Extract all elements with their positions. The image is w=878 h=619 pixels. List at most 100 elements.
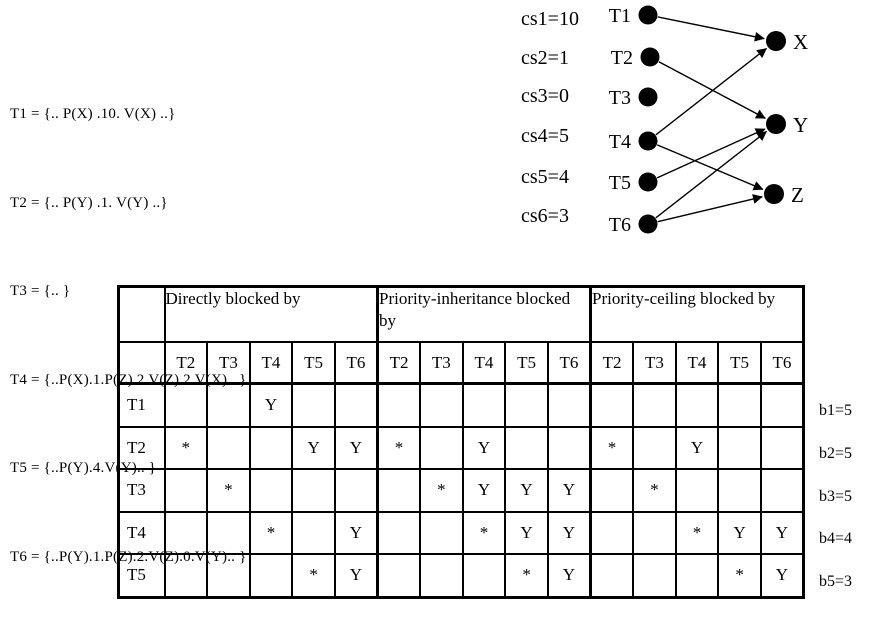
table-cell <box>674 553 720 598</box>
table-cell <box>291 468 336 513</box>
corner-cell-2 <box>117 341 166 385</box>
table-cell: * <box>717 553 762 598</box>
table-cell <box>546 382 592 428</box>
table-cell: * <box>248 510 294 555</box>
table-row: T5*Y*Y*Y <box>117 553 805 598</box>
subheader-cell: T2 <box>375 341 422 385</box>
table-cell <box>375 553 422 598</box>
subheader-cell: T3 <box>206 341 251 385</box>
table-cell: Y <box>333 553 379 598</box>
table-cell <box>589 382 635 428</box>
table-cell <box>333 382 379 428</box>
blocking-factor-b2: b2=5 <box>819 444 853 462</box>
resource-node-label-x: X <box>793 30 808 54</box>
subheader-cell: T5 <box>291 341 336 385</box>
table-cell <box>717 382 762 428</box>
table-cell <box>163 468 209 513</box>
task-node-label-t2: T2 <box>611 47 633 69</box>
table-cell: Y <box>546 468 592 513</box>
table-cell <box>504 382 549 428</box>
subheader-cell: T6 <box>546 341 592 385</box>
table-cell <box>163 510 209 555</box>
table-cell <box>461 382 507 428</box>
subheader-cell: T2 <box>589 341 635 385</box>
subheader-cell: T5 <box>504 341 549 385</box>
resource-allocation-graph: cs1=10cs2=1cs3=0cs4=5cs5=4cs6=3T1T2T3T4T… <box>521 5 808 236</box>
table-cell: Y <box>759 510 805 555</box>
table-cell <box>546 425 592 470</box>
table-cell: Y <box>333 425 379 470</box>
table-cell <box>248 553 294 598</box>
blocking-factors: b1=5 b2=5 b3=5 b4=4 b5=3 <box>819 390 852 604</box>
table-cell <box>333 468 379 513</box>
task-node-label-t1: T1 <box>609 5 631 27</box>
table-cell <box>589 553 635 598</box>
group-header-ceiling: Priority-ceiling blocked by <box>589 285 805 343</box>
cs-label-3: cs3=0 <box>521 85 569 107</box>
edge-T1-X <box>657 16 765 42</box>
table-cell <box>163 382 209 428</box>
subheader-cell: T6 <box>759 341 805 385</box>
table-cell: * <box>206 468 251 513</box>
row-header: T3 <box>117 468 166 513</box>
table-cell <box>419 510 464 555</box>
table-cell: * <box>504 553 549 598</box>
table-cell: * <box>163 425 209 470</box>
edge-T6-Y <box>655 130 767 219</box>
group-header-inheritance: Priority-inheritance blocked by <box>375 285 592 343</box>
table-cell <box>759 425 805 470</box>
table-cell <box>717 468 762 513</box>
blocking-table: Directly blocked by Priority-inheritance… <box>117 285 805 599</box>
table-cell <box>632 425 677 470</box>
subheader-cell: T5 <box>717 341 762 385</box>
table-cell: Y <box>461 468 507 513</box>
table-cell: Y <box>333 510 379 555</box>
table-cell <box>589 510 635 555</box>
table-cell: Y <box>674 425 720 470</box>
table-cell <box>419 553 464 598</box>
table-cell <box>461 553 507 598</box>
table-cell <box>674 468 720 513</box>
table-cell <box>206 553 251 598</box>
table-cell <box>248 425 294 470</box>
task-node-t1 <box>638 5 658 25</box>
edge-T5-Y <box>656 128 766 179</box>
cs-label-2: cs2=1 <box>521 47 569 69</box>
task-node-t3 <box>638 87 658 107</box>
resource-node-label-z: Z <box>791 183 804 207</box>
table-cell: Y <box>546 553 592 598</box>
table-cell: * <box>461 510 507 555</box>
table-cell <box>375 382 422 428</box>
table-cell <box>375 510 422 555</box>
table-cell <box>759 382 805 428</box>
table-cell: Y <box>546 510 592 555</box>
group-header-row: Directly blocked by Priority-inheritance… <box>117 285 805 343</box>
table-cell <box>291 510 336 555</box>
resource-node-label-y: Y <box>793 113 808 137</box>
subheader-cell: T4 <box>674 341 720 385</box>
table-cell: * <box>632 468 677 513</box>
corner-cell <box>117 285 166 343</box>
table-cell <box>717 425 762 470</box>
table-cell: Y <box>461 425 507 470</box>
table-cell <box>163 553 209 598</box>
cs-label-5: cs5=4 <box>521 166 569 188</box>
resource-node-y <box>766 114 786 134</box>
task-definition-t1: T1 = {.. P(X) .10. V(X) ..} <box>10 106 176 122</box>
table-cell <box>248 468 294 513</box>
table-cell <box>632 510 677 555</box>
cs-label-6: cs6=3 <box>521 205 569 227</box>
task-node-t2 <box>640 47 660 67</box>
table-cell <box>375 468 422 513</box>
edge-T4-Z <box>656 144 764 191</box>
table-cell: * <box>589 425 635 470</box>
table-cell <box>674 382 720 428</box>
table-cell <box>419 382 464 428</box>
table-cell: Y <box>248 382 294 428</box>
